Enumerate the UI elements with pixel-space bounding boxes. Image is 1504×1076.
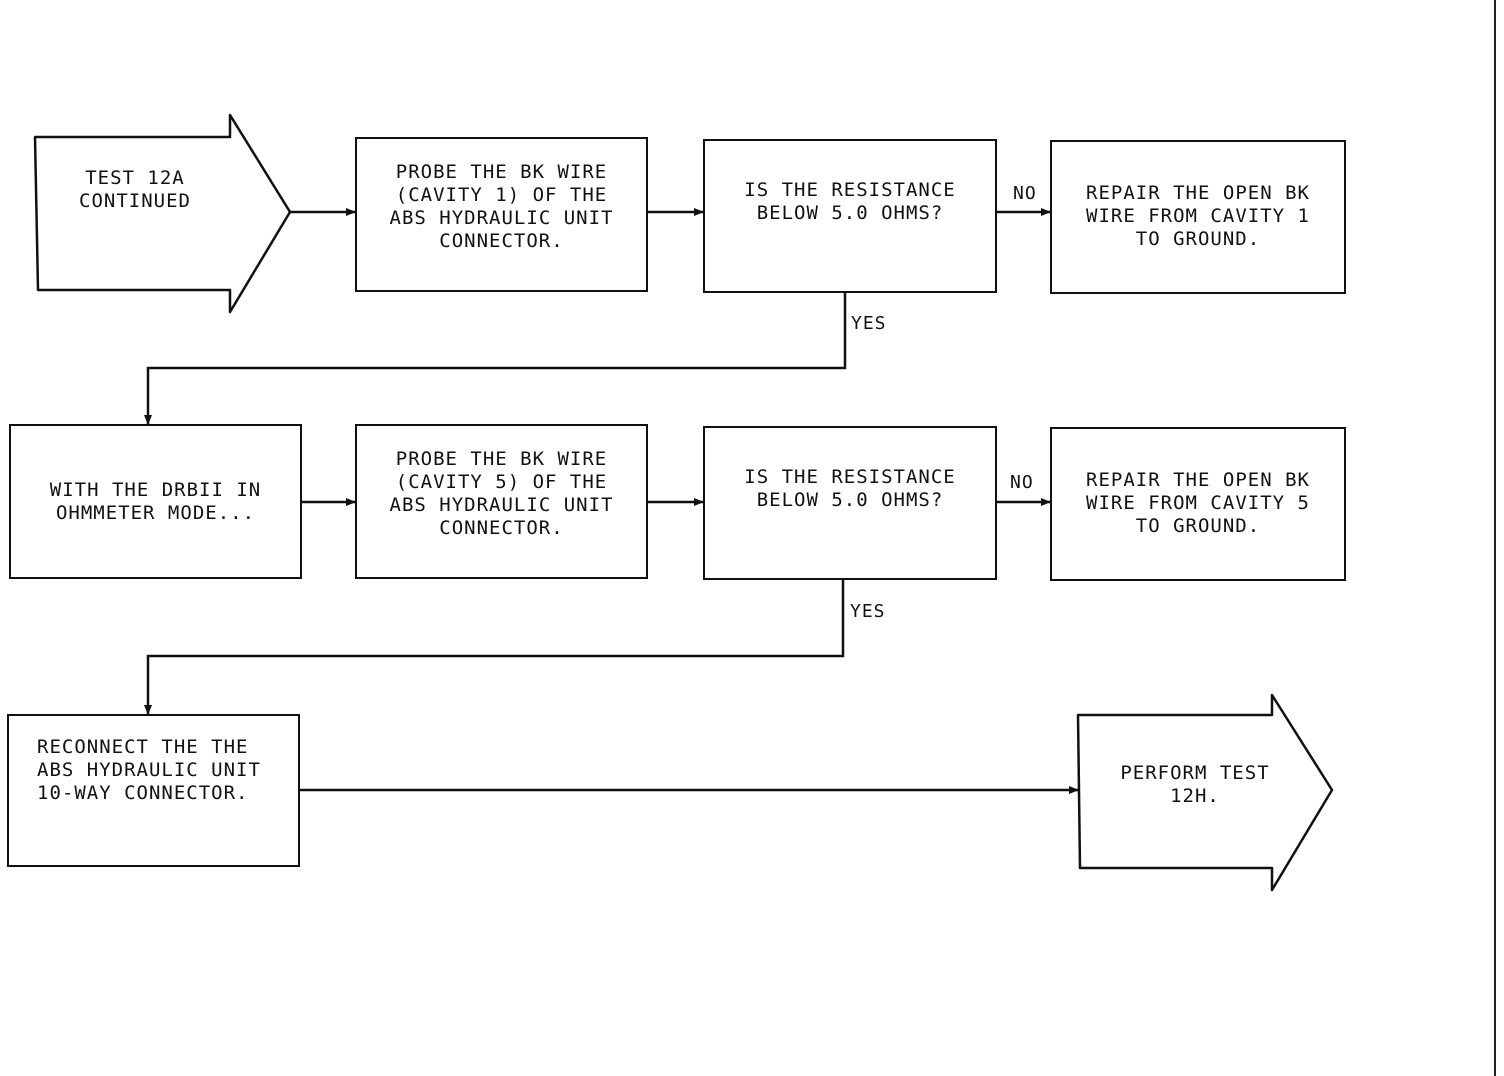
question1-box: IS THE RESISTANCE BELOW 5.0 OHMS? <box>703 139 997 293</box>
ohmmeter-mode-box: WITH THE DRBII IN OHMMETER MODE... <box>9 424 302 579</box>
no-label-2: NO <box>1010 472 1034 493</box>
start-arrow-shape <box>33 113 292 314</box>
yes-label-2: YES <box>850 601 886 622</box>
edge-question2-yes <box>144 580 845 715</box>
repair-cavity5-box: REPAIR THE OPEN BK WIRE FROM CAVITY 5 TO… <box>1050 427 1346 581</box>
probe-cavity1-box: PROBE THE BK WIRE (CAVITY 1) OF THE ABS … <box>355 137 648 292</box>
edge-question1-yes <box>144 293 847 425</box>
page-edge-line <box>1494 0 1496 1076</box>
question2-box: IS THE RESISTANCE BELOW 5.0 OHMS? <box>703 426 997 580</box>
end-arrow-shape <box>1076 693 1334 892</box>
probe-cavity5-box: PROBE THE BK WIRE (CAVITY 5) OF THE ABS … <box>355 424 648 579</box>
reconnect-box: RECONNECT THE THE ABS HYDRAULIC UNIT 10-… <box>7 714 300 867</box>
start-node-text: TEST 12A CONTINUED <box>79 167 191 212</box>
repair-cavity1-box: REPAIR THE OPEN BK WIRE FROM CAVITY 1 TO… <box>1050 140 1346 294</box>
no-label-1: NO <box>1013 183 1037 204</box>
end-node-text: PERFORM TEST 12H. <box>1120 762 1270 807</box>
yes-label-1: YES <box>851 313 887 334</box>
